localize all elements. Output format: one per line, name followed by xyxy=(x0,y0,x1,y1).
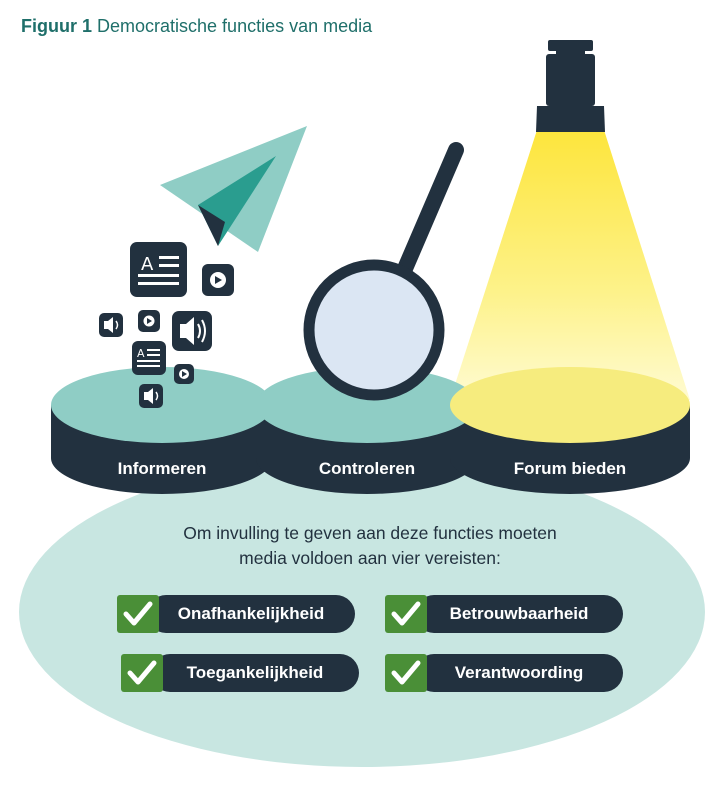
requirement-label: Onafhankelijkheid xyxy=(147,595,355,633)
media-icons: A A xyxy=(99,242,234,408)
svg-text:A: A xyxy=(141,254,154,275)
checkmark-icon xyxy=(117,595,159,633)
checkmark-icon xyxy=(121,654,163,692)
paper-plane-icon xyxy=(160,126,307,252)
intro-line-2: media voldoen aan vier vereisten: xyxy=(239,548,501,568)
function-label-forum-bieden: Forum bieden xyxy=(513,459,627,478)
function-label-controleren: Controleren xyxy=(318,459,416,478)
requirement-verantwoording: Verantwoording xyxy=(385,654,623,692)
requirement-label: Toegankelijkheid xyxy=(151,654,359,692)
function-label-informeren: Informeren xyxy=(117,459,207,478)
requirement-onafhankelijkheid: Onafhankelijkheid xyxy=(117,595,355,633)
figure-label: Figuur 1 xyxy=(21,16,92,36)
spotlight-disc xyxy=(450,367,690,443)
intro-line-1: Om invulling te geven aan deze functies … xyxy=(183,523,557,543)
figure-title: Figuur 1 Democratische functies van medi… xyxy=(21,16,372,37)
checkmark-icon xyxy=(385,654,427,692)
figure-caption: Democratische functies van media xyxy=(97,16,373,36)
spotlight-beam xyxy=(450,130,690,400)
spotlight-icon xyxy=(536,40,605,132)
checkmark-icon xyxy=(385,595,427,633)
requirements-intro: Om invulling te geven aan deze functies … xyxy=(130,521,610,571)
requirement-label: Verantwoording xyxy=(415,654,623,692)
svg-text:A: A xyxy=(137,347,145,360)
requirement-betrouwbaarheid: Betrouwbaarheid xyxy=(385,595,623,633)
magnifying-glass-icon xyxy=(303,142,464,401)
requirement-toegankelijkheid: Toegankelijkheid xyxy=(121,654,359,692)
requirement-label: Betrouwbaarheid xyxy=(415,595,623,633)
